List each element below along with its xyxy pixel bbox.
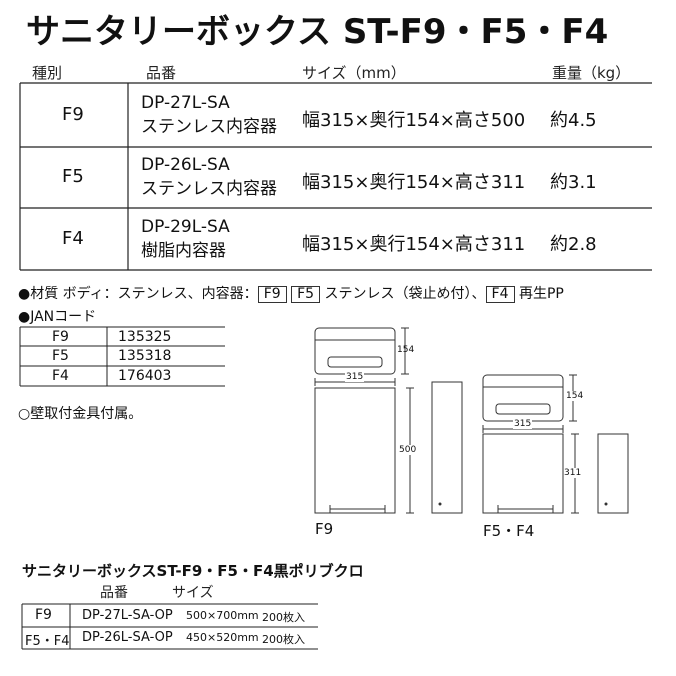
material-box-f9: F9: [257, 286, 287, 303]
bag-row-code: DP-27L-SA-OP: [82, 608, 173, 623]
material-suffix: 再生PP: [514, 286, 564, 302]
bag-row-qty: 200枚入: [262, 633, 305, 646]
bags-header-code: 品番: [100, 585, 128, 601]
f5f4-depth-label: 154: [566, 391, 584, 401]
spec-row-container: 樹脂内容器: [141, 241, 226, 261]
header-code: 品番: [146, 64, 177, 82]
spec-row-size: 幅315×奥行154×高さ500: [302, 110, 526, 131]
material-middle: ステンレス（袋止め付）、: [320, 286, 486, 302]
header-weight: 重量（kg）: [552, 64, 631, 82]
spec-row-size: 幅315×奥行154×高さ311: [302, 234, 526, 255]
bags-title: サニタリーボックスST-F9・F5・F4黒ポリブクロ: [22, 562, 364, 580]
spec-row-type: F4: [62, 228, 84, 249]
bags-header-size: サイズ: [172, 585, 214, 601]
bag-row-code: DP-26L-SA-OP: [82, 630, 173, 645]
f9-drawing-label: F9: [315, 520, 334, 538]
spec-row-code: DP-29L-SA: [141, 217, 230, 237]
f9-top-view: [314, 327, 409, 386]
spec-row-container: ステンレス内容器: [141, 117, 277, 137]
jan-code: 135325: [118, 329, 172, 345]
spec-row-code: DP-26L-SA: [141, 155, 230, 175]
material-box-f4: F4: [485, 286, 515, 303]
f9-width-label: 315: [345, 372, 365, 382]
spec-row-weight: 約3.1: [550, 172, 597, 193]
spec-row-weight: 約2.8: [550, 234, 597, 255]
f5f4-height-label: 311: [564, 468, 582, 478]
f9-side-view: [431, 381, 463, 514]
f9-depth-label: 154: [397, 345, 415, 355]
jan-type: F5: [52, 348, 69, 364]
jan-heading: ●JANコード: [18, 309, 97, 325]
spec-row-type: F9: [62, 104, 84, 125]
material-box-f5: F5: [291, 286, 321, 303]
f5f4-side-view: [597, 433, 629, 514]
bag-row-type: F5・F4: [25, 634, 70, 649]
header-type: 種別: [32, 64, 63, 82]
f5f4-drawing-label: F5・F4: [483, 522, 535, 540]
spec-row-container: ステンレス内容器: [141, 179, 277, 199]
spec-row-type: F5: [62, 166, 84, 187]
spec-row-code: DP-27L-SA: [141, 93, 230, 113]
bag-row-type: F9: [35, 607, 52, 623]
bag-row-qty: 200枚入: [262, 611, 305, 624]
f5f4-front-view: [482, 433, 579, 514]
page-title: サニタリーボックス ST-F9・F5・F4: [26, 12, 609, 52]
jan-code: 135318: [118, 348, 172, 364]
f9-height-label: 500: [399, 445, 417, 455]
header-size: サイズ（mm）: [302, 64, 406, 82]
jan-code: 176403: [118, 368, 172, 384]
bag-row-size: 450×520mm: [186, 631, 259, 644]
material-prefix: ●材質 ボディ：ステンレス、内容器：: [18, 286, 258, 302]
spec-row-weight: 約4.5: [550, 110, 597, 131]
spec-row-size: 幅315×奥行154×高さ311: [302, 172, 526, 193]
bag-row-size: 500×700mm: [186, 609, 259, 622]
f5f4-width-label: 315: [513, 419, 533, 429]
mounting-note: ○壁取付金具付属。: [18, 406, 143, 422]
jan-type: F9: [52, 329, 69, 345]
material-line: ●材質 ボディ：ステンレス、内容器：F9 F5 ステンレス（袋止め付）、F4 再…: [18, 283, 564, 303]
jan-type: F4: [52, 368, 69, 384]
